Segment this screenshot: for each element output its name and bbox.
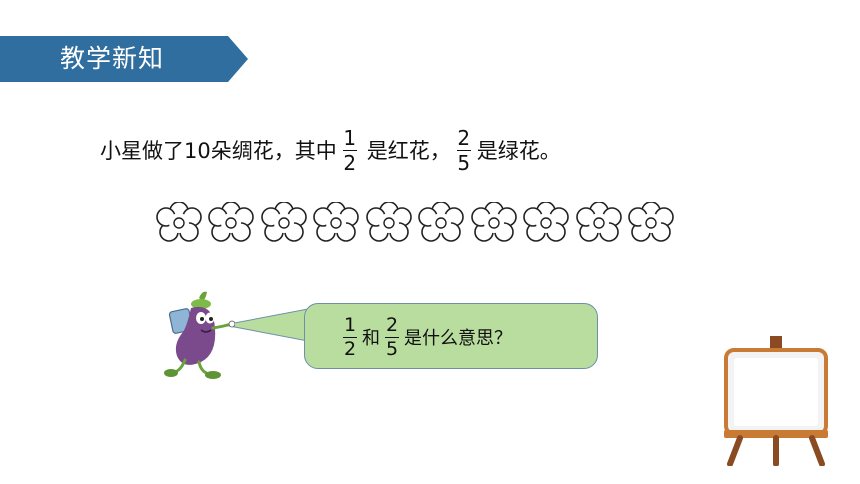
flower-outline-icon [523,202,569,242]
fraction-bar [343,336,357,338]
flower-outline-icon [628,202,674,242]
fraction-denominator: 2 [343,150,357,175]
flower-outline-icon [208,202,255,242]
flower-outline-icon [575,202,622,242]
flower-outline-icon [156,202,202,242]
flower-outline-icon [470,202,517,242]
fraction-two-fifths: 2 5 [456,125,471,175]
flower-outline-icon [418,202,464,242]
flower-outline-icon [313,202,360,242]
bubble-question-text: 是什么意思？ [404,328,512,349]
problem-sentence: 小星做了10朵绸花，其中 1 2 是红花， 2 5 是绿花。 [100,118,561,182]
fraction-bar [385,336,399,338]
problem-text-before: 小星做了10朵绸花，其中 [100,139,337,163]
speech-pointer [224,308,308,342]
fraction-bar [456,149,471,151]
fraction-denominator: 5 [457,150,471,175]
flower-row [155,202,675,246]
bubble-question: 1 2 和 2 5 是什么意思？ [338,306,512,368]
problem-text-after: 是绿花。 [476,139,561,163]
fraction-one-half: 1 2 [342,125,357,175]
problem-text-middle: 是红花， [366,139,451,163]
fraction-denominator: 2 [343,337,357,360]
flower-outline-icon [365,202,412,242]
speech-bubble [304,303,598,369]
fraction-numerator: 2 [457,125,471,150]
eggplant-character-icon [164,291,235,379]
fraction-numerator: 1 [343,125,357,150]
fraction-bar [342,149,357,151]
section-banner: 教学新知 [0,36,248,82]
easel-icon [724,336,828,466]
fraction-denominator: 5 [385,337,399,360]
bubble-connector: 和 [362,328,380,349]
flower-outline-icon [261,202,307,242]
fraction-numerator: 2 [385,313,399,336]
bubble-fraction-two-fifths: 2 5 [385,314,399,361]
fraction-numerator: 1 [343,313,357,336]
bubble-fraction-one-half: 1 2 [343,314,357,361]
section-title: 教学新知 [60,44,165,73]
